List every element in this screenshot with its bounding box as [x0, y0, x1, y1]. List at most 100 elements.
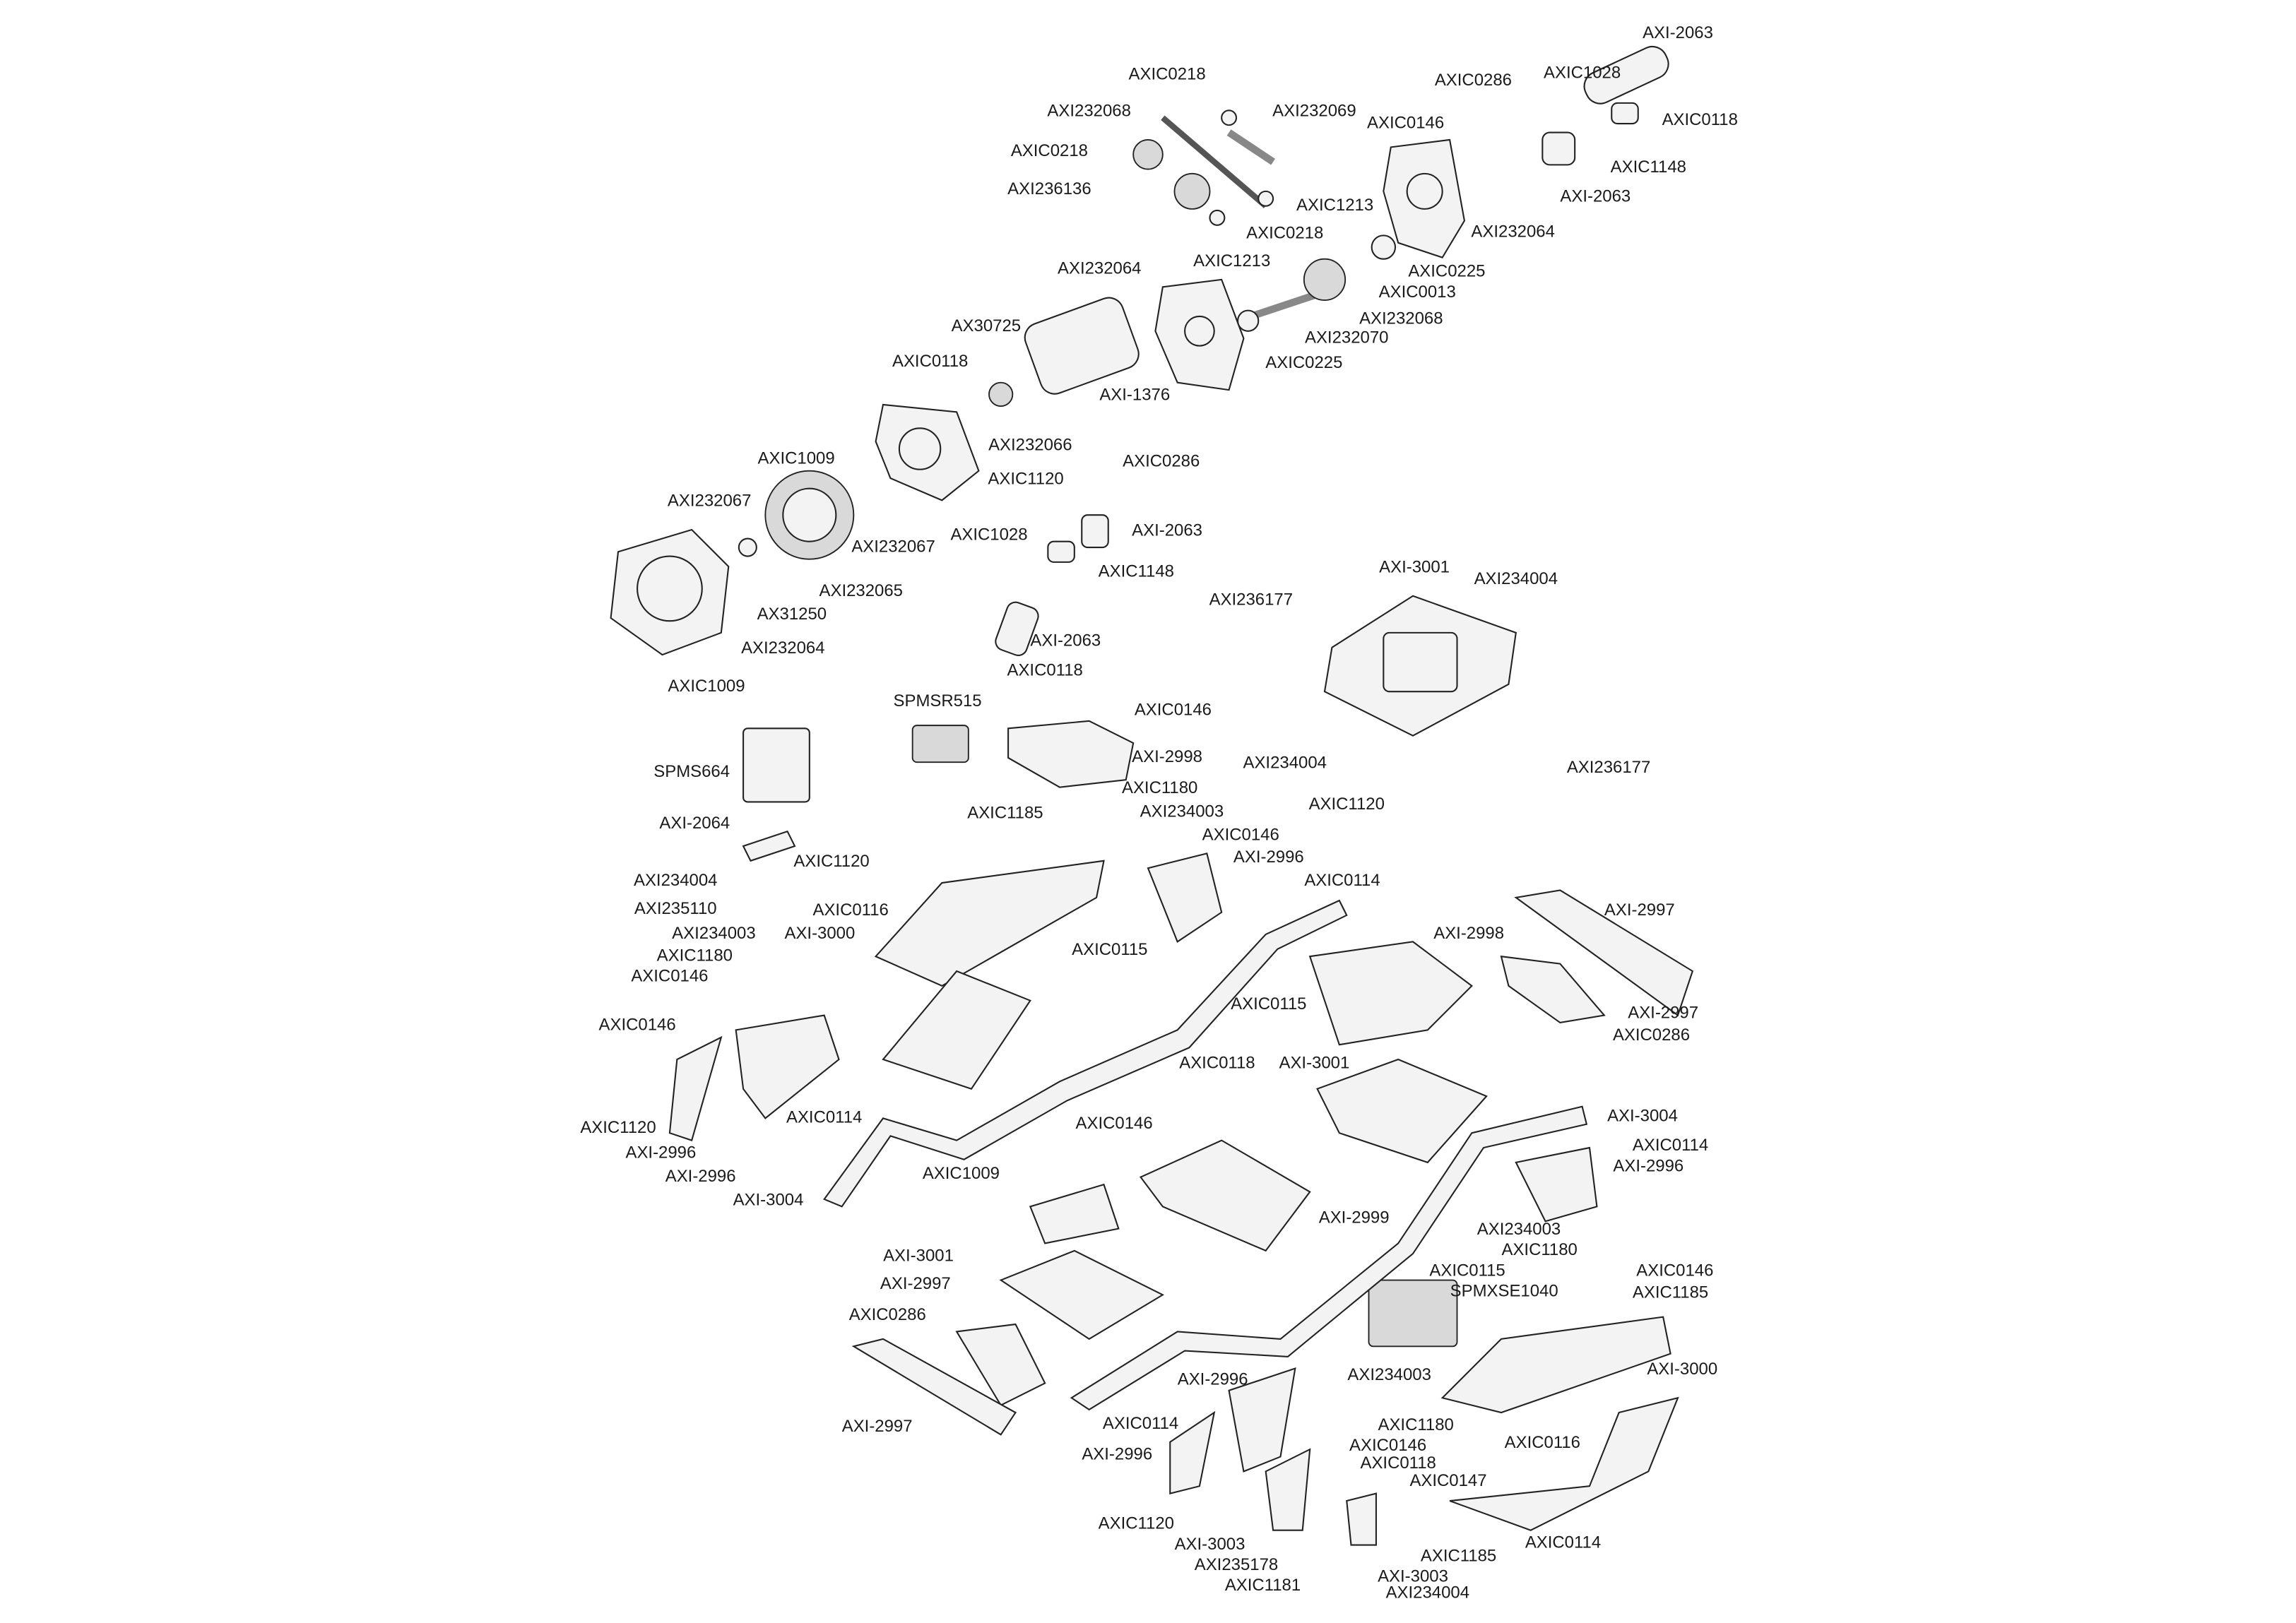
part-label: AXI232064 — [1471, 222, 1554, 241]
part-label: AXIC0116 — [1505, 1433, 1580, 1452]
axle-mount-upper-right — [1323, 595, 1517, 737]
part-label: AXIC1181 — [1225, 1576, 1301, 1595]
part-label: AXIC0146 — [1367, 113, 1444, 132]
part-label: AXIC0114 — [1525, 1533, 1601, 1552]
part-label: AXI-2997 — [1604, 900, 1675, 920]
part-label: AXIC1148 — [1611, 157, 1686, 177]
part-label: AXIC1180 — [1501, 1240, 1577, 1259]
part-label: AXIC1028 — [950, 525, 1027, 545]
part-label: AXI234003 — [1140, 802, 1224, 821]
part-label: AXIC0116 — [812, 900, 888, 920]
part-label: AXI236177 — [1567, 758, 1650, 777]
skid-plates — [668, 720, 1694, 1546]
part-label: AXIC0114 — [1633, 1136, 1708, 1155]
part-label: AXI232070 — [1305, 328, 1388, 347]
part-label: AXIC0118 — [892, 352, 968, 371]
part-label: AXIC0114 — [1304, 871, 1380, 890]
part-label: AXIC0114 — [1103, 1414, 1178, 1433]
part-label: AXI-2996 — [1178, 1369, 1248, 1389]
part-label: AXI232066 — [988, 436, 1072, 455]
transmission-shaft-gears — [1132, 109, 1275, 226]
part-label: AXI235110 — [634, 899, 717, 918]
part-label: AXI-3000 — [1647, 1360, 1717, 1379]
part-label: AXI-2063 — [1030, 631, 1101, 650]
part-label: AXIC1180 — [1378, 1415, 1453, 1434]
part-label: AXIC0118 — [1662, 110, 1738, 129]
part-label: AXI-2996 — [1233, 848, 1304, 867]
part-label: AXIC1120 — [988, 469, 1063, 488]
part-label: AXI-2999 — [1319, 1208, 1390, 1227]
part-label: AXIC1185 — [1421, 1546, 1496, 1565]
part-label: AXIC0147 — [1409, 1471, 1486, 1490]
part-label: AXI-3003 — [1175, 1535, 1245, 1554]
part-label: AXI232064 — [741, 638, 824, 658]
part-label: AXI-2998 — [1132, 747, 1202, 766]
part-label: AXI-2064 — [659, 814, 730, 833]
part-label: AXI-2996 — [1082, 1445, 1152, 1464]
part-label: AXIC1120 — [580, 1118, 656, 1137]
part-label: AXI232065 — [819, 581, 903, 600]
part-label: AXIC0118 — [1007, 660, 1082, 679]
part-label: AXIC0218 — [1011, 141, 1088, 160]
part-label: AXI232069 — [1272, 102, 1356, 121]
part-label: AXIC0225 — [1408, 262, 1485, 281]
part-label: AXI-2997 — [1628, 1004, 1698, 1023]
part-label: AXI-2996 — [626, 1143, 697, 1163]
servo — [742, 725, 969, 862]
part-label: AXI-2997 — [842, 1417, 913, 1436]
part-label: AXI-1376 — [1099, 386, 1170, 405]
part-label: AXIC1120 — [1099, 1514, 1174, 1533]
part-label: AXIC0146 — [1202, 826, 1279, 845]
driveshaft-parts — [995, 514, 1109, 656]
part-label: AXI234004 — [1474, 569, 1558, 588]
part-label: SPMXSE1040 — [1450, 1281, 1558, 1300]
part-label: AXI234004 — [1386, 1583, 1469, 1603]
part-label: AXI-3003 — [1378, 1567, 1448, 1586]
part-label: AXIC0286 — [1613, 1025, 1690, 1045]
gearbox-case-left — [1154, 234, 1397, 391]
part-label: AXIC1120 — [1309, 795, 1385, 814]
part-label: AXI-2996 — [1613, 1156, 1683, 1175]
part-label: AXIC1009 — [758, 448, 835, 468]
part-label: AXI234003 — [672, 924, 755, 943]
part-label: AXI232067 — [668, 492, 751, 511]
part-label: AXIC0286 — [849, 1305, 926, 1324]
gear-cover-spur-gear — [610, 403, 980, 656]
part-label: AXIC1009 — [923, 1164, 1000, 1183]
part-label: AXIC1120 — [793, 852, 869, 871]
part-label: AXI-3001 — [1279, 1054, 1350, 1073]
part-label: AXI-2063 — [1560, 186, 1631, 206]
part-label: AXI-3001 — [883, 1246, 954, 1265]
part-label: AXI234004 — [634, 871, 717, 890]
transmission-case-right — [1383, 45, 1669, 258]
part-label: AXIC0218 — [1246, 224, 1323, 243]
part-label: AXIC1180 — [1122, 778, 1197, 797]
part-label: AXIC0146 — [1636, 1261, 1713, 1280]
part-label: SPMS664 — [653, 762, 730, 781]
part-label: AXI232064 — [1058, 259, 1141, 278]
part-label: AXI232068 — [1359, 309, 1443, 328]
part-label: AXIC0286 — [1123, 451, 1200, 470]
part-label: AXIC0225 — [1265, 353, 1342, 372]
part-label: AXIC0146 — [1349, 1436, 1426, 1455]
part-label: AXIC0118 — [1179, 1054, 1255, 1073]
part-label: AXI-2997 — [880, 1274, 951, 1293]
part-label: AXIC1180 — [657, 946, 733, 965]
part-label: AXIC1213 — [1296, 196, 1373, 215]
part-label: AXIC0146 — [599, 1015, 676, 1034]
part-label: AXI234003 — [1477, 1220, 1561, 1239]
part-label: AXIC1009 — [668, 677, 745, 696]
part-label: AXI-2063 — [1643, 23, 1713, 42]
part-label: AXIC1185 — [1633, 1283, 1708, 1302]
part-label: AXIC0013 — [1379, 283, 1456, 302]
part-label: AXIC0115 — [1231, 994, 1306, 1013]
parts-drawing — [610, 45, 1694, 1546]
part-label: AXI-3001 — [1379, 557, 1450, 576]
part-label: AXI-2998 — [1433, 924, 1504, 943]
part-label: AXI-2996 — [665, 1167, 736, 1186]
part-label: AXIC1028 — [1544, 63, 1621, 82]
part-label: AXIC0146 — [631, 967, 708, 986]
frame-rails — [823, 899, 1588, 1411]
